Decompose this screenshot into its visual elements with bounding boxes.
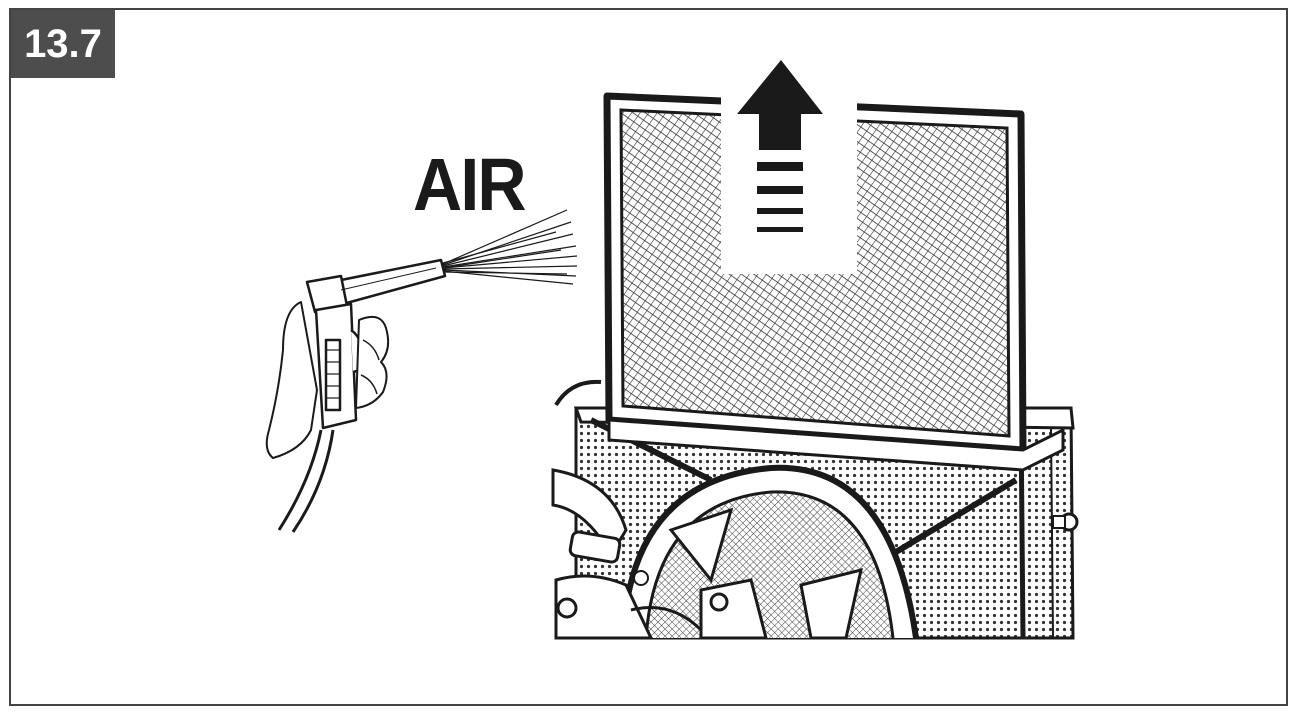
figure-frame: 13.7 AIR bbox=[9, 8, 1288, 706]
engine-hose bbox=[551, 379, 703, 640]
air-blow-gun-icon bbox=[265, 258, 447, 533]
air-spray-lines bbox=[442, 209, 578, 285]
illustration bbox=[265, 60, 1079, 640]
figure-number-badge: 13.7 bbox=[11, 10, 115, 78]
air-label: AIR bbox=[413, 143, 527, 226]
up-arrow-icon bbox=[737, 60, 823, 232]
